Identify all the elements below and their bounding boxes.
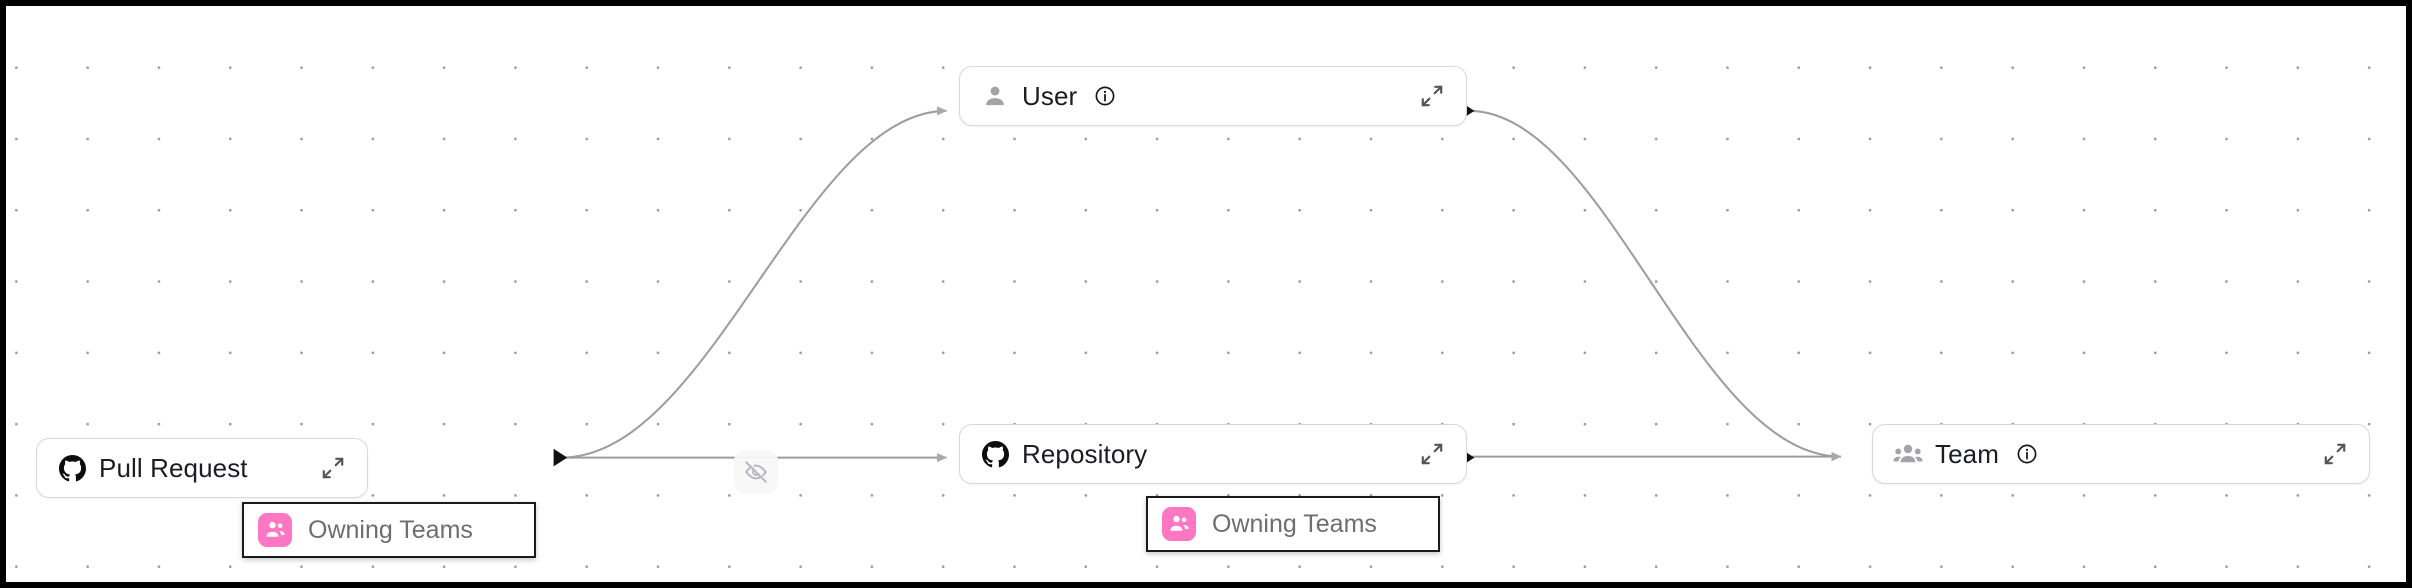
chip-label: Owning Teams (308, 515, 473, 544)
node-repository[interactable]: Repository (959, 424, 1467, 484)
github-icon (57, 453, 87, 483)
node-team[interactable]: Team (1872, 424, 2370, 484)
node-pull-request[interactable]: Pull Request (36, 438, 368, 498)
chip-label: Owning Teams (1212, 509, 1377, 538)
people-group-icon (1162, 507, 1196, 541)
expand-diagonal-icon[interactable] (317, 452, 349, 484)
owning-teams-chip[interactable]: Owning Teams (1146, 496, 1440, 552)
github-icon (980, 439, 1010, 469)
node-title: User (1022, 80, 1078, 111)
expand-diagonal-icon[interactable] (2319, 438, 2351, 470)
edge-pull-request-to-user[interactable] (561, 106, 947, 459)
expand-diagonal-icon[interactable] (1416, 438, 1448, 470)
source-handle-pull-request[interactable] (553, 448, 568, 467)
eye-off-icon (745, 461, 767, 483)
info-circle-icon[interactable] (2015, 442, 2039, 466)
edge-visibility-toggle-button[interactable] (734, 450, 778, 494)
edge-user-to-team[interactable] (1468, 109, 1842, 462)
node-title: Pull Request (99, 452, 248, 483)
info-circle-icon[interactable] (1093, 84, 1117, 108)
node-user[interactable]: User (959, 66, 1467, 126)
owning-teams-chip[interactable]: Owning Teams (242, 502, 536, 558)
people-group-icon (258, 513, 292, 547)
expand-diagonal-icon[interactable] (1416, 80, 1448, 112)
node-title: Repository (1022, 438, 1148, 469)
node-title: Team (1935, 438, 1999, 469)
people-group-icon (1893, 439, 1923, 469)
person-icon (980, 81, 1010, 111)
